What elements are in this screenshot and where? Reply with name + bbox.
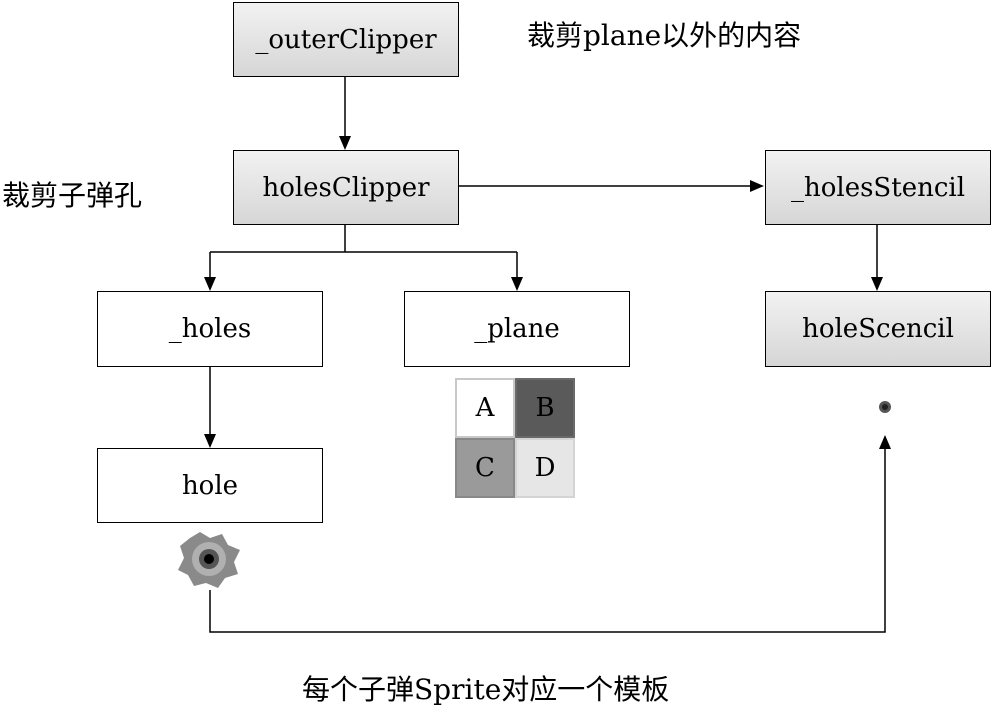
plane-cell-d: D (515, 438, 575, 498)
node-holes-clipper-label: holesClipper (262, 172, 430, 203)
node-holes-stencil: _holesStencil (765, 150, 991, 225)
plane-cell-d-label: D (534, 453, 556, 483)
node-holes-clipper: holesClipper (233, 150, 459, 225)
holes-clipper-note: 裁剪子弹孔 (2, 179, 143, 212)
node-hole-label: hole (181, 470, 239, 501)
node-hole-stencil: holeScencil (765, 291, 991, 367)
plane-cell-c: C (455, 438, 515, 498)
node-holes-label: _holes (168, 314, 252, 344)
plane-cell-b: B (515, 378, 575, 438)
arrow-hole-to-stencil-dot (209, 435, 891, 633)
plane-cell-b-label: B (535, 393, 555, 423)
node-holes: _holes (97, 291, 323, 367)
outer-clipper-note: 裁剪plane以外的内容 (527, 19, 802, 52)
bullet-hole-icon (178, 532, 240, 588)
plane-cell-a-label: A (475, 393, 495, 423)
node-hole-stencil-label: holeScencil (802, 314, 954, 344)
node-plane: _plane (404, 291, 630, 367)
stencil-dot-icon (879, 401, 891, 413)
node-holes-stencil-label: _holesStencil (790, 172, 966, 203)
plane-cell-c-label: C (475, 453, 495, 483)
plane-cell-a: A (455, 378, 515, 438)
node-outer-clipper: _outerClipper (233, 2, 459, 77)
node-plane-label: _plane (474, 314, 560, 344)
node-outer-clipper-label: _outerClipper (255, 24, 437, 55)
bottom-note: 每个子弹Sprite对应一个模板 (302, 673, 670, 706)
node-hole: hole (97, 448, 323, 523)
